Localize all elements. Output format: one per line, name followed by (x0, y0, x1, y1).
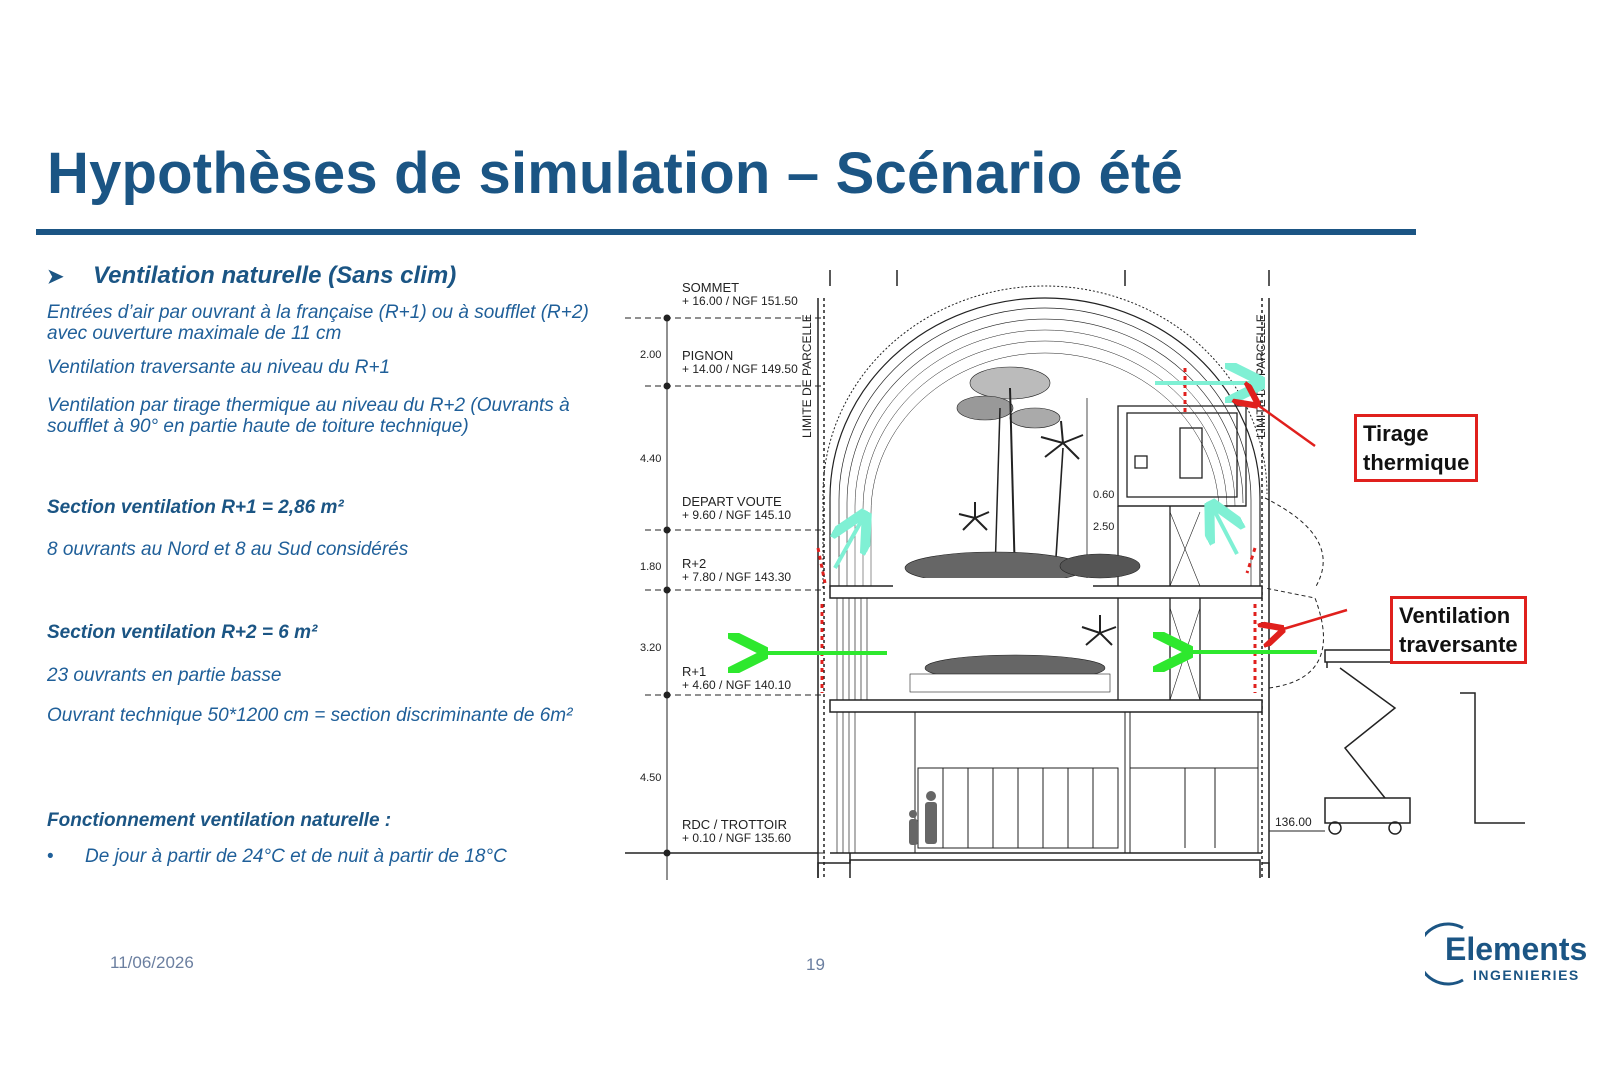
parcel-limit-label-right: LIMITE DE PARCELLE (1254, 314, 1268, 438)
cross-ventilation-arrows (760, 652, 1317, 653)
footer-page-number: 19 (806, 955, 825, 974)
parcel-limit-label-left: LIMITE DE PARCELLE (800, 314, 814, 438)
dim-label: 4.40 (640, 453, 661, 465)
section-heading-text: Ventilation naturelle (Sans clim) (93, 262, 457, 289)
logo-sub: INGENIERIES (1473, 967, 1580, 983)
opening-markers (816, 368, 1257, 693)
callout-cross-ventilation: Ventilation traversante (1390, 596, 1527, 664)
callout-line: Tirage (1363, 421, 1429, 446)
level-value: + 7.80 / NGF 143.30 (682, 570, 791, 584)
paragraph-cross-ventilation: Ventilation traversante au niveau du R+1 (47, 357, 391, 378)
paragraph-stack-ventilation: Ventilation par tirage thermique au nive… (47, 395, 570, 437)
bullet-dot-icon: • (47, 846, 54, 867)
callout-line: Ventilation (1399, 603, 1511, 628)
section-heading: ➤ Ventilation naturelle (Sans clim) (47, 262, 456, 290)
vegetation (893, 366, 1141, 693)
inner-dim: 0.60 (1093, 489, 1114, 501)
vault-roof (822, 285, 1268, 588)
people-silhouettes (909, 791, 937, 845)
inner-dim: 2.50 (1093, 521, 1114, 533)
arrow-bullet-icon: ➤ (47, 266, 64, 288)
level-name: DEPART VOUTE (682, 494, 782, 509)
level-name: RDC / TROTTOIR (682, 817, 787, 832)
aerial-lift (1264, 497, 1525, 835)
dimension-column (625, 314, 825, 880)
paragraph-lower-openings: 23 ouvrants en partie basse (47, 665, 282, 686)
list-item-text: De jour à partir de 24°C et de nuit à pa… (85, 846, 507, 867)
floor-slabs (625, 585, 1263, 854)
list-item-operation: • De jour à partir de 24°C et de nuit à p… (47, 846, 507, 868)
level-name: PIGNON (682, 348, 733, 363)
level-value: + 16.00 / NGF 151.50 (682, 294, 798, 308)
level-value: + 0.10 / NGF 135.60 (682, 831, 791, 845)
dim-label: 1.80 (640, 561, 661, 573)
heading-operation: Fonctionnement ventilation naturelle : (47, 810, 392, 831)
building-section-drawing: 2.00 4.40 1.80 3.20 4.50 SOMMET + 16.00 … (625, 270, 1525, 880)
facade-cladding (836, 598, 868, 853)
heading-section-r2: Section ventilation R+2 = 6 m² (47, 622, 318, 643)
footer-date: 11/06/2026 (110, 953, 194, 972)
company-logo: Elements INGENIERIES (1425, 922, 1587, 986)
heading-section-r1: Section ventilation R+1 = 2,86 m² (47, 497, 344, 518)
level-name: R+1 (682, 664, 706, 679)
level-name: R+2 (682, 556, 706, 571)
callout-line: thermique (1363, 450, 1470, 475)
paragraph-openings-count: 8 ouvrants au Nord et 8 au Sud considéré… (47, 539, 409, 560)
ground-level-label: 136.00 (1275, 815, 1312, 829)
slide-title: Hypothèses de simulation – Scénario été (47, 141, 1183, 206)
callout-thermal-draft: Tirage thermique (1354, 414, 1479, 482)
level-value: + 4.60 / NGF 140.10 (682, 678, 791, 692)
level-value: + 9.60 / NGF 145.10 (682, 508, 791, 522)
level-value: + 14.00 / NGF 149.50 (682, 362, 798, 376)
dim-label: 2.00 (640, 349, 661, 361)
level-name: SOMMET (682, 280, 739, 295)
callout-line: traversante (1399, 632, 1518, 657)
callout-arrows (1255, 403, 1348, 630)
technical-room (1086, 398, 1247, 701)
title-underline (36, 229, 1416, 235)
paragraph-air-inlets: Entrées d’air par ouvrant à la française… (47, 302, 589, 344)
dim-label: 4.50 (640, 772, 661, 784)
paragraph-technical-opening: Ouvrant technique 50*1200 cm = section d… (47, 705, 573, 726)
logo-name: Elements (1445, 931, 1587, 967)
dim-label: 3.20 (640, 642, 661, 654)
ground-floor-glazing (914, 711, 1259, 854)
